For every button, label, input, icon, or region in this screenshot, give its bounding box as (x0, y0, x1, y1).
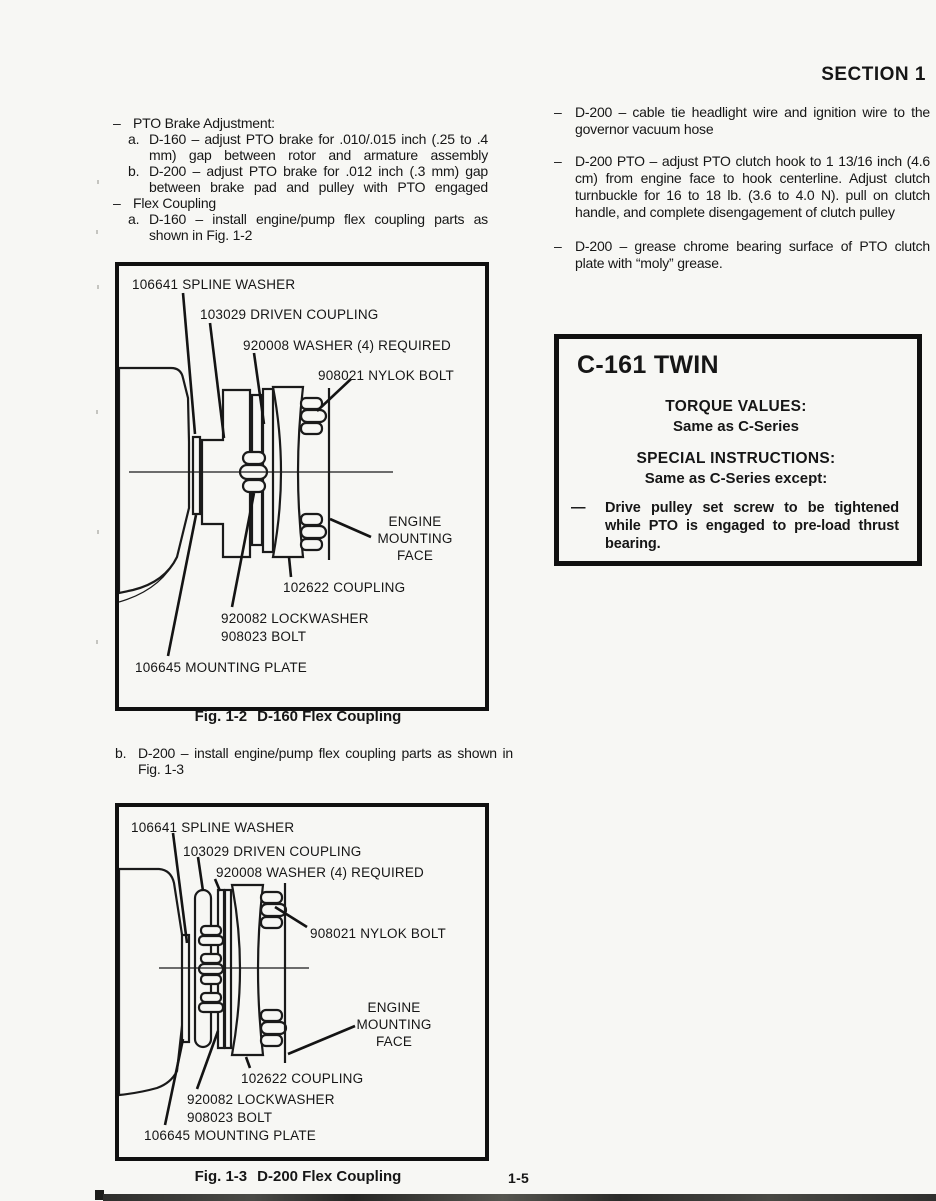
driven-coupling-part (200, 388, 252, 559)
dash-marker: – (113, 195, 121, 211)
engine-block-section (119, 366, 191, 595)
scan-noise-dot (96, 410, 98, 414)
label-spline-washer: 106641 SPLINE WASHER (131, 820, 295, 835)
figure-1-3: 106641 SPLINE WASHER 103029 DRIVEN COUPL… (115, 803, 489, 1161)
c161-title: C-161 TWIN (577, 351, 719, 379)
pto-brake-item-a: a. D-160 – adjust PTO brake for .010/.01… (113, 131, 488, 163)
dash-marker: – (554, 104, 562, 120)
top-nylok-bolt (299, 396, 328, 436)
scan-artifact-tick (95, 1190, 104, 1200)
item-a-marker: a. (128, 211, 140, 227)
d200-grease-item: – D-200 – grease chrome bearing surface … (554, 238, 930, 272)
label-nylok-bolt: 908021 NYLOK BOLT (310, 926, 446, 941)
right-column: – D-200 – cable tie headlight wire and i… (554, 104, 930, 272)
figure-1-3-caption: Fig. 1-3 D-200 Flex Coupling (115, 1168, 481, 1185)
label-spline-washer: 106641 SPLINE WASHER (132, 277, 296, 292)
mounting-plate-part (180, 933, 191, 1044)
drive-pulley-note-text: Drive pulley set screw to be tightened w… (605, 500, 899, 552)
figure-1-2-caption: Fig. 1-2 D-160 Flex Coupling (115, 708, 481, 725)
pto-brake-item-b: b. D-200 – adjust PTO brake for .012 inc… (113, 163, 488, 195)
caption-prefix: Fig. 1-2 (194, 708, 248, 725)
pto-brake-item: – PTO Brake Adjustment: (113, 115, 488, 131)
leader-lines (166, 292, 372, 657)
label-lockwasher: 920082 LOCKWASHER (221, 611, 369, 626)
label-washer: 920008 WASHER (4) REQUIRED (216, 865, 425, 880)
flex-coupling-a-text: D-160 – install engine/pump flex couplin… (149, 211, 488, 243)
scan-noise-dot (97, 285, 99, 289)
block-lower-curve (119, 556, 178, 603)
dash-marker: – (113, 115, 121, 131)
scan-noise-dot (96, 230, 98, 234)
scan-artifact-bar (103, 1194, 936, 1201)
flex-coupling-title: Flex Coupling (133, 195, 216, 211)
flex-coupling-item-b: b. D-200 – install engine/pump flex coup… (113, 745, 513, 777)
special-instructions-heading: SPECIAL INSTRUCTIONS: (636, 450, 836, 467)
d200-cable-tie-item: – D-200 – cable tie headlight wire and i… (554, 104, 930, 138)
mounting-plate-part (191, 435, 202, 516)
flex-coupling-b-text: D-200 – install engine/pump flex couplin… (138, 745, 513, 777)
torque-values-heading: TORQUE VALUES: (665, 398, 807, 415)
bottom-nylok-bolt (299, 512, 328, 552)
pto-brake-title: PTO Brake Adjustment: (133, 115, 275, 131)
fig-1-2-drawing (119, 292, 393, 657)
fig-1-3-drawing (119, 832, 356, 1126)
scan-noise-dot (96, 640, 98, 644)
label-engine-mounting-face: ENGINE MOUNTING FACE (356, 1000, 432, 1049)
pto-brake-a-text: D-160 – adjust PTO brake for .010/.015 i… (149, 131, 488, 163)
item-b-marker: b. (115, 745, 127, 761)
bottom-nylok-bolt (259, 1008, 288, 1048)
special-instructions-text: Same as C-Series except: (644, 470, 828, 487)
flex-coupling-item: – Flex Coupling (113, 195, 488, 211)
drive-pulley-note: — Drive pulley set screw to be tightened… (569, 499, 903, 553)
flex-coupling-item-a: a. D-160 – install engine/pump flex coup… (113, 211, 488, 243)
d200-grease-text: D-200 – grease chrome bearing surface of… (575, 238, 930, 271)
pto-brake-b-text: D-200 – adjust PTO brake for .012 inch (… (149, 163, 488, 195)
label-bolt: 908023 BOLT (187, 1110, 273, 1125)
label-mounting-plate: 106645 MOUNTING PLATE (135, 660, 308, 675)
label-washer: 920008 WASHER (4) REQUIRED (243, 338, 452, 353)
item-b-marker: b. (128, 163, 140, 179)
item-a-marker: a. (128, 131, 140, 147)
label-driven-coupling: 103029 DRIVEN COUPLING (200, 307, 379, 322)
label-lockwasher: 920082 LOCKWASHER (187, 1092, 335, 1107)
coupling-plate-part (230, 883, 265, 1057)
label-coupling: 102622 COUPLING (241, 1071, 364, 1086)
label-nylok-bolt: 908021 NYLOK BOLT (318, 368, 454, 383)
figure-1-2: 106641 SPLINE WASHER 103029 DRIVEN COUPL… (115, 262, 489, 711)
scan-noise-dot (97, 530, 99, 534)
d200-cable-tie-text: D-200 – cable tie headlight wire and ign… (575, 104, 930, 137)
page-number: 1-5 (508, 1170, 530, 1186)
d200-pto-item: – D-200 PTO – adjust PTO clutch hook to … (554, 153, 930, 221)
flex-bushings (197, 924, 225, 1014)
dash-marker: – (554, 153, 562, 169)
label-driven-coupling: 103029 DRIVEN COUPLING (183, 844, 362, 859)
scan-noise-dot (97, 180, 99, 184)
section-header: SECTION 1 (821, 64, 926, 85)
washer-stack-part (223, 888, 233, 1050)
caption-title: D-160 Flex Coupling (257, 708, 402, 725)
dash-marker: — (571, 500, 586, 516)
left-column: – PTO Brake Adjustment: a. D-160 – adjus… (113, 115, 488, 243)
engine-block-section (119, 867, 185, 1097)
label-engine-mounting-face: ENGINE MOUNTING FACE (377, 514, 453, 563)
label-bolt: 908023 BOLT (221, 629, 307, 644)
caption-prefix: Fig. 1-3 (194, 1168, 248, 1185)
torque-values-text: Same as C-Series (673, 418, 799, 435)
caption-title: D-200 Flex Coupling (257, 1168, 402, 1185)
c161-twin-box: C-161 TWIN TORQUE VALUES: Same as C-Seri… (554, 334, 922, 566)
label-mounting-plate: 106645 MOUNTING PLATE (144, 1128, 317, 1143)
dash-marker: – (554, 238, 562, 254)
label-coupling: 102622 COUPLING (283, 580, 406, 595)
top-nylok-bolt (259, 890, 288, 930)
d200-pto-text: D-200 PTO – adjust PTO clutch hook to 1 … (575, 153, 930, 220)
leader-lines (163, 832, 356, 1126)
